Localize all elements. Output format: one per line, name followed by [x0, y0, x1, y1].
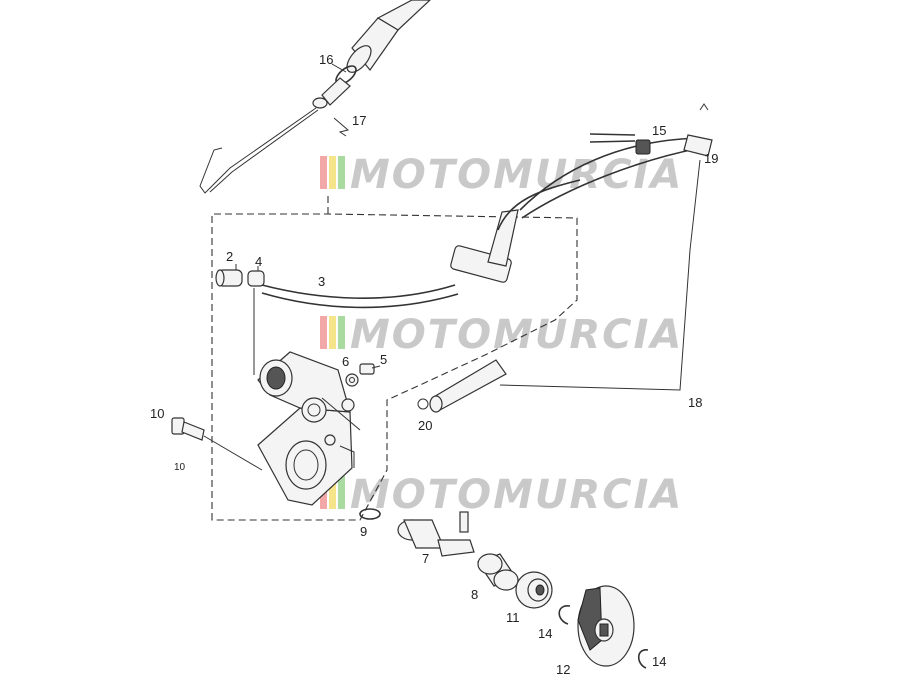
gear-12 [577, 585, 635, 667]
oil-pump-body [257, 351, 355, 506]
callout-5: 5 [380, 352, 387, 367]
callout-16: 16 [319, 52, 333, 67]
callout-10: 10 [150, 406, 164, 421]
watermark-bottom: MOTOMURCIA [320, 472, 683, 518]
watermark-top: MOTOMURCIA [320, 152, 683, 198]
circlip-14-lower [637, 649, 649, 669]
washer-6 [345, 373, 359, 387]
bolt-10 [171, 417, 263, 471]
callout-15: 15 [652, 123, 666, 138]
callout-18: 18 [688, 395, 702, 410]
callout-14-upper: 14 [538, 626, 552, 641]
callout-2: 2 [226, 249, 233, 264]
oil-hose-3 [261, 179, 581, 309]
leader-18 [499, 159, 701, 391]
o-ring-9 [359, 508, 381, 520]
callout-6: 6 [342, 354, 349, 369]
screw-5 [359, 363, 381, 375]
drive-shaft-7 [397, 511, 475, 557]
callout-9: 9 [360, 524, 367, 539]
callout-17: 17 [352, 113, 366, 128]
bushing-8 [477, 553, 519, 591]
callout-12: 12 [556, 662, 570, 677]
callout-7: 7 [422, 551, 429, 566]
watermark-text: MOTOMURCIA [350, 312, 683, 358]
circlip-14-upper [558, 605, 571, 625]
callout-8: 8 [471, 587, 478, 602]
watermark-text: MOTOMURCIA [350, 472, 683, 518]
leader-pump [321, 397, 361, 431]
callout-14-lower: 14 [652, 654, 666, 669]
leader-16 [331, 63, 347, 73]
cap-15 [635, 139, 651, 155]
callout-3: 3 [318, 274, 325, 289]
cable-assembly-16-17 [199, 0, 431, 194]
hose-19 [519, 103, 713, 219]
watermark-middle: MOTOMURCIA [320, 312, 683, 358]
bearing-11 [515, 571, 553, 609]
callout-19: 19 [704, 151, 718, 166]
callout-20: 20 [418, 418, 432, 433]
assembly-outline [211, 213, 578, 521]
fitting-2 [215, 269, 243, 287]
callout-4: 4 [255, 254, 262, 269]
callout-11: 11 [506, 610, 520, 625]
callout-10-small: 10 [174, 462, 186, 473]
watermark-text: MOTOMURCIA [350, 152, 683, 198]
fitting-4 [247, 270, 265, 287]
hose-20 [417, 359, 507, 413]
